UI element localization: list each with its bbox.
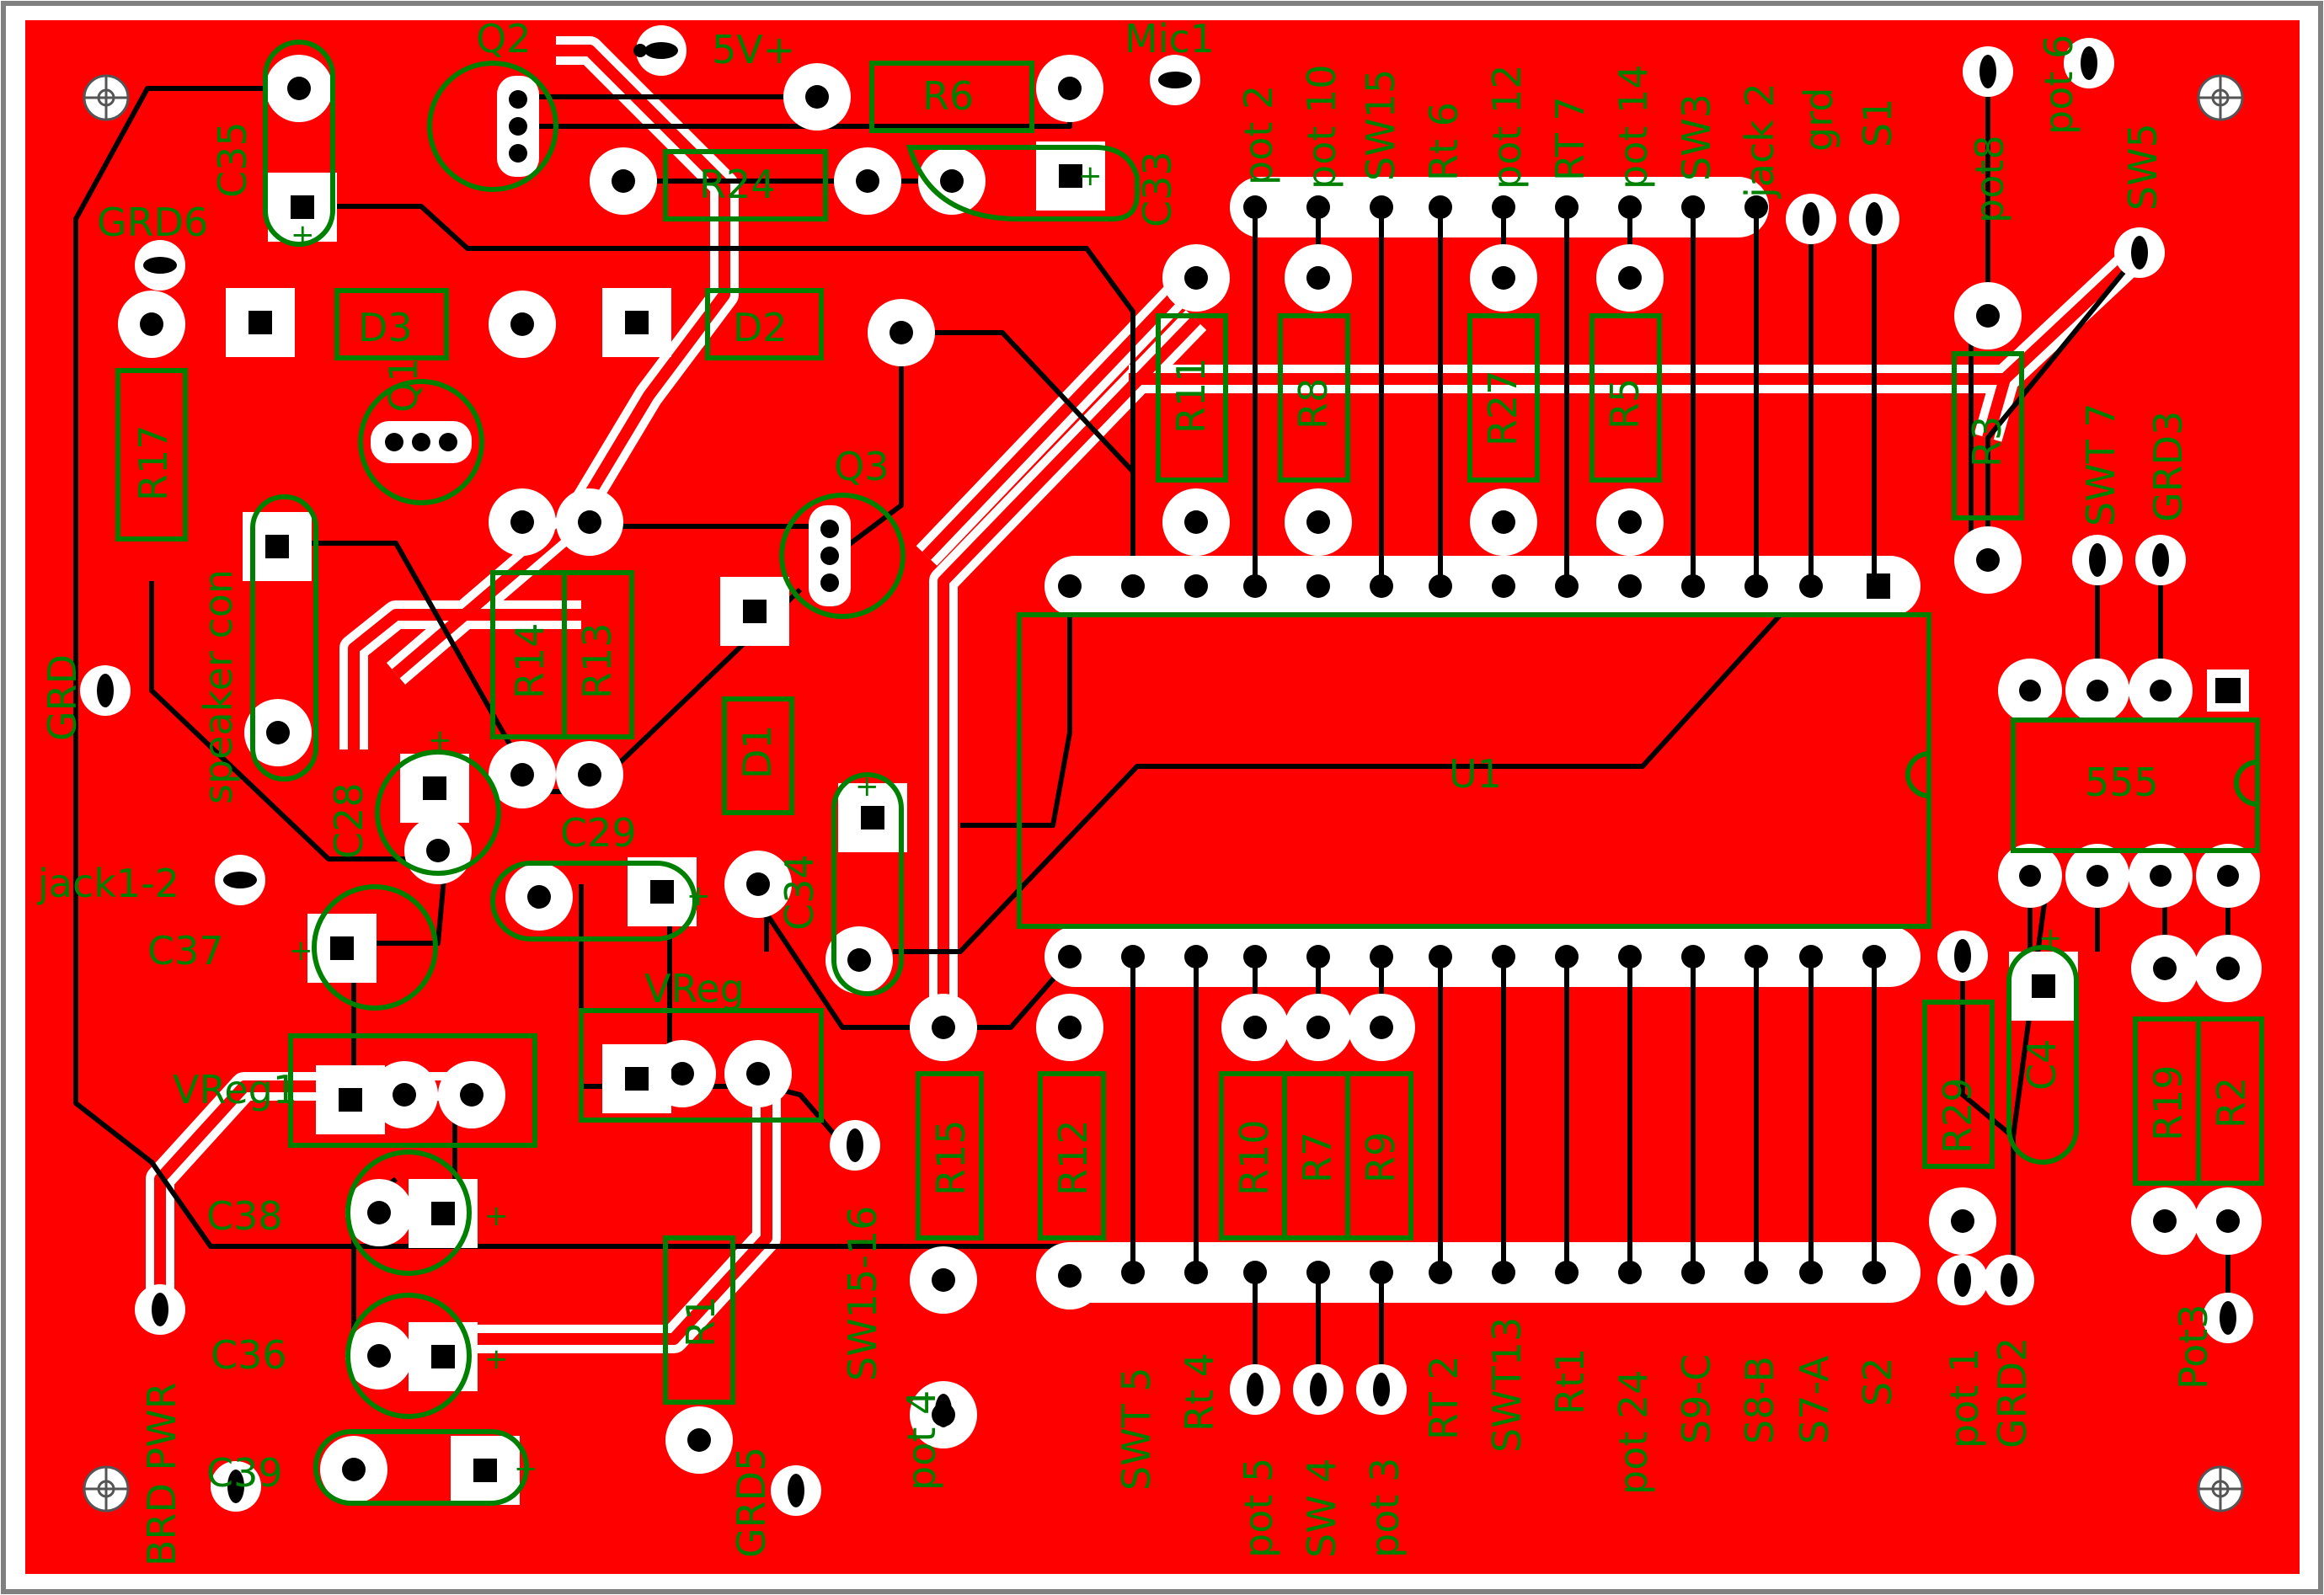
header-label-sw15: SW15 <box>1358 69 1403 181</box>
label-r29: R29 <box>1935 1078 1980 1155</box>
label-vreg1: VReg1 <box>173 1067 297 1112</box>
label-r11: R11 <box>1168 358 1214 435</box>
mounting-holes <box>83 74 2244 1512</box>
header-label-sw4: SW 4 <box>1299 1458 1344 1558</box>
label-c28: C28 <box>326 782 371 859</box>
header-label-pot10: pot 10 <box>1299 64 1344 189</box>
label-grd3: GRD3 <box>2145 411 2191 522</box>
label-555: 555 <box>2085 760 2159 805</box>
header-label-pot5: pot 5 <box>1236 1458 1281 1558</box>
header-links <box>1130 207 1877 1390</box>
label-c39: C39 <box>206 1450 283 1496</box>
label-c35: C35 <box>210 121 255 198</box>
header-label-s9-c: S9-C <box>1674 1354 1719 1444</box>
label-pot3-right: Pot3 <box>2171 1304 2216 1390</box>
transistor-pads <box>371 76 851 606</box>
label-r24: R24 <box>699 162 776 207</box>
header-label-s1: S1 <box>1855 99 1900 147</box>
label-r8: R8 <box>1290 378 1336 429</box>
label-r27: R27 <box>1480 371 1525 447</box>
header-label-pot3: pot 3 <box>1362 1458 1408 1558</box>
svg-text:+: + <box>855 770 879 803</box>
label-d3: D3 <box>358 305 413 350</box>
label-jack1-2: jack1-2 <box>37 861 179 906</box>
header-label-pot2: pot 2 <box>1236 85 1281 185</box>
svg-text:+: + <box>428 723 452 757</box>
label-mic1: Mic1 <box>1125 16 1215 61</box>
label-pot6: pot 6 <box>2036 35 2081 135</box>
svg-text:+: + <box>1078 159 1103 193</box>
label-r14: R14 <box>507 623 553 700</box>
polarity-marks: + + + + + + + + + + <box>289 159 2063 1486</box>
label-vreg: VReg <box>644 966 745 1011</box>
label-grd: GRD <box>40 654 85 741</box>
header-label-rt7: RT 7 <box>1547 96 1593 181</box>
label-r19: R19 <box>2145 1065 2191 1142</box>
header-label-swt13: SWT13 <box>1484 1317 1530 1453</box>
label-c33: C33 <box>1135 151 1180 227</box>
label-r3: R3 <box>1964 416 2010 467</box>
label-grd5: GRD5 <box>729 1447 774 1558</box>
svg-text:+: + <box>687 879 711 913</box>
label-r7: R7 <box>1295 1132 1340 1183</box>
label-u1: U1 <box>1449 751 1502 797</box>
header-label-pot12: pot 12 <box>1484 64 1530 189</box>
header-label-rt2: RT 2 <box>1421 1355 1467 1440</box>
svg-text:+: + <box>291 218 315 252</box>
label-pot4: pot 4 <box>899 1390 944 1491</box>
label-sw5: SW5 <box>2120 123 2166 211</box>
label-r5: R5 <box>1602 378 1648 429</box>
label-r2: R2 <box>2209 1077 2254 1128</box>
label-r6: R6 <box>922 73 974 119</box>
label-swt7: SWT 7 <box>2078 403 2124 526</box>
svg-text:+: + <box>514 1452 538 1486</box>
header-label-pot24: pot 24 <box>1611 1369 1656 1495</box>
svg-text:+: + <box>484 1199 509 1233</box>
label-speaker-con: speaker con <box>195 569 241 804</box>
header-label-swt5: SWT 5 <box>1114 1367 1159 1491</box>
label-r9: R9 <box>1358 1132 1403 1183</box>
header-label-jack2: jack 2 <box>1737 83 1782 199</box>
label-c38: C38 <box>206 1193 283 1239</box>
header-label-sw3: SW3 <box>1674 93 1719 181</box>
label-c36: C36 <box>211 1332 287 1378</box>
label-sw15-16: SW15-16 <box>840 1206 885 1381</box>
label-r13: R13 <box>574 623 620 700</box>
svg-text:+: + <box>484 1342 509 1376</box>
header-label-pot14: pot 14 <box>1611 64 1656 189</box>
label-brd-pwr: BRD PWR <box>139 1382 184 1566</box>
label-pot8: pot8 <box>1967 135 2012 223</box>
label-grd2: GRD2 <box>1990 1337 2035 1448</box>
label-q2: Q2 <box>476 16 531 61</box>
header-label-s2: S2 <box>1855 1358 1900 1406</box>
label-q1: Q1 <box>381 358 426 413</box>
header-label-grd: grd <box>1796 87 1841 152</box>
label-d2: D2 <box>733 305 788 350</box>
u1-pins <box>1044 177 1921 1303</box>
label-d1: D1 <box>735 724 780 779</box>
label-pot1: pot 1 <box>1942 1348 1987 1448</box>
svg-text:+: + <box>2038 921 2063 955</box>
label-r10: R10 <box>1231 1120 1277 1197</box>
label-c34: C34 <box>777 854 822 931</box>
label-q3: Q3 <box>834 444 889 489</box>
header-label-rt1: Rt1 <box>1547 1348 1593 1415</box>
label-r17: R17 <box>131 425 176 502</box>
svg-text:+: + <box>289 934 313 968</box>
label-c29: C29 <box>560 810 637 856</box>
through-hole-pads <box>80 25 2262 1516</box>
label-grd6: GRD6 <box>97 200 208 245</box>
silkscreen-outlines <box>115 40 2264 1506</box>
label-r12: R12 <box>1050 1120 1096 1197</box>
label-r1: R1 <box>678 1296 724 1347</box>
label-c37: C37 <box>147 928 224 974</box>
header-label-s8-b: S8-B <box>1737 1356 1782 1444</box>
label-5v: 5V+ <box>712 27 795 72</box>
header-label-rt4: Rt 4 <box>1177 1352 1222 1432</box>
label-c4: C4 <box>2019 1039 2065 1091</box>
header-label-s7-a: S7-A <box>1792 1355 1837 1444</box>
label-r15: R15 <box>928 1120 974 1197</box>
header-label-rt6: Rt 6 <box>1421 102 1467 181</box>
